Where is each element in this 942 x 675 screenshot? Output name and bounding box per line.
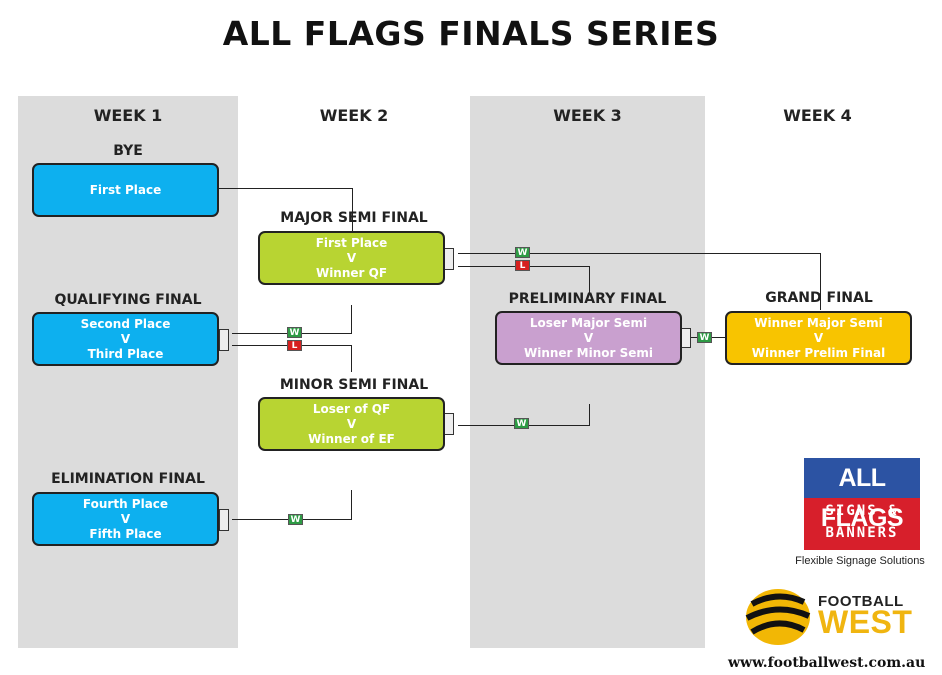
week1-header: WEEK 1 bbox=[93, 106, 163, 125]
major-semi-final-box: First Place V Winner QF bbox=[258, 231, 445, 285]
football-west-line1: FOOTBALL bbox=[818, 593, 904, 610]
bye-match-box: First Place bbox=[32, 163, 219, 217]
versus-text: V bbox=[346, 416, 357, 431]
team-text: Third Place bbox=[87, 346, 164, 361]
all-flags-tagline: Flexible Signage Solutions bbox=[795, 555, 925, 567]
loss-marker: L bbox=[515, 260, 530, 271]
week2-header: WEEK 2 bbox=[319, 106, 389, 125]
connector-line bbox=[458, 253, 820, 254]
loss-marker: L bbox=[287, 340, 302, 351]
team-text: Winner Minor Semi bbox=[523, 345, 653, 360]
bye-label: BYE bbox=[113, 143, 143, 159]
all-flags-logo-title: ALL FLAGS bbox=[804, 458, 920, 532]
win-marker: W bbox=[288, 514, 303, 525]
versus-text: V bbox=[120, 331, 131, 346]
connector-line bbox=[351, 305, 352, 334]
elimination-final-label: ELIMINATION FINAL bbox=[51, 471, 205, 487]
all-flags-logo-line3: BANNERS bbox=[825, 525, 899, 541]
grand-final-label: GRAND FINAL bbox=[765, 290, 873, 306]
connector-line bbox=[589, 404, 590, 426]
major-semi-final-label: MAJOR SEMI FINAL bbox=[280, 210, 428, 226]
team-text: Winner Prelim Final bbox=[751, 345, 886, 360]
win-marker: W bbox=[287, 327, 302, 338]
connector-line bbox=[351, 345, 352, 372]
versus-text: V bbox=[583, 330, 594, 345]
team-text: First Place bbox=[89, 182, 162, 197]
week4-header: WEEK 4 bbox=[783, 106, 852, 125]
website-url: www.footballwest.com.au bbox=[728, 655, 926, 671]
versus-text: V bbox=[120, 511, 131, 526]
team-text: Loser Major Semi bbox=[529, 315, 648, 330]
connector-line bbox=[218, 188, 352, 189]
team-text: Winner of EF bbox=[308, 431, 395, 446]
minor-semi-final-box: Loser of QF V Winner of EF bbox=[258, 397, 445, 451]
preliminary-final-box: Loser Major Semi V Winner Minor Semi bbox=[495, 311, 682, 365]
qualifying-final-label: QUALIFYING FINAL bbox=[54, 292, 202, 308]
grand-final-box: Winner Major Semi V Winner Prelim Final bbox=[725, 311, 912, 365]
qualifying-final-box: Second Place V Third Place bbox=[32, 312, 219, 366]
versus-text: V bbox=[346, 250, 357, 265]
win-marker: W bbox=[697, 332, 712, 343]
week3-header: WEEK 3 bbox=[553, 106, 622, 125]
connector-line bbox=[820, 253, 821, 310]
match-tab bbox=[681, 328, 691, 348]
match-tab bbox=[444, 413, 454, 435]
connector-line bbox=[351, 490, 352, 520]
team-text: Fourth Place bbox=[82, 496, 169, 511]
win-marker: W bbox=[515, 247, 530, 258]
match-tab bbox=[444, 248, 454, 270]
team-text: Winner QF bbox=[315, 265, 388, 280]
page-title: ALL FLAGS FINALS SERIES bbox=[222, 14, 720, 53]
football-west-line2: WEST bbox=[818, 604, 913, 640]
minor-semi-final-label: MINOR SEMI FINAL bbox=[279, 377, 429, 393]
win-marker: W bbox=[514, 418, 529, 429]
team-text: Winner Major Semi bbox=[754, 315, 883, 330]
team-text: Fifth Place bbox=[89, 526, 162, 541]
all-flags-logo: ALL FLAGS SIGNS & BANNERS bbox=[804, 458, 920, 550]
match-tab bbox=[219, 509, 229, 531]
team-text: First Place bbox=[315, 235, 388, 250]
connector-line bbox=[352, 188, 353, 233]
preliminary-final-label: PRELIMINARY FINAL bbox=[508, 291, 667, 307]
team-text: Second Place bbox=[80, 316, 171, 331]
connector-line bbox=[589, 266, 590, 293]
all-flags-logo-line2: SIGNS & bbox=[825, 503, 899, 519]
week3-column bbox=[470, 96, 705, 648]
team-text: Loser of QF bbox=[312, 401, 391, 416]
match-tab bbox=[219, 329, 229, 351]
versus-text: V bbox=[813, 330, 824, 345]
football-west-ball-icon bbox=[745, 589, 811, 645]
elimination-final-box: Fourth Place V Fifth Place bbox=[32, 492, 219, 546]
